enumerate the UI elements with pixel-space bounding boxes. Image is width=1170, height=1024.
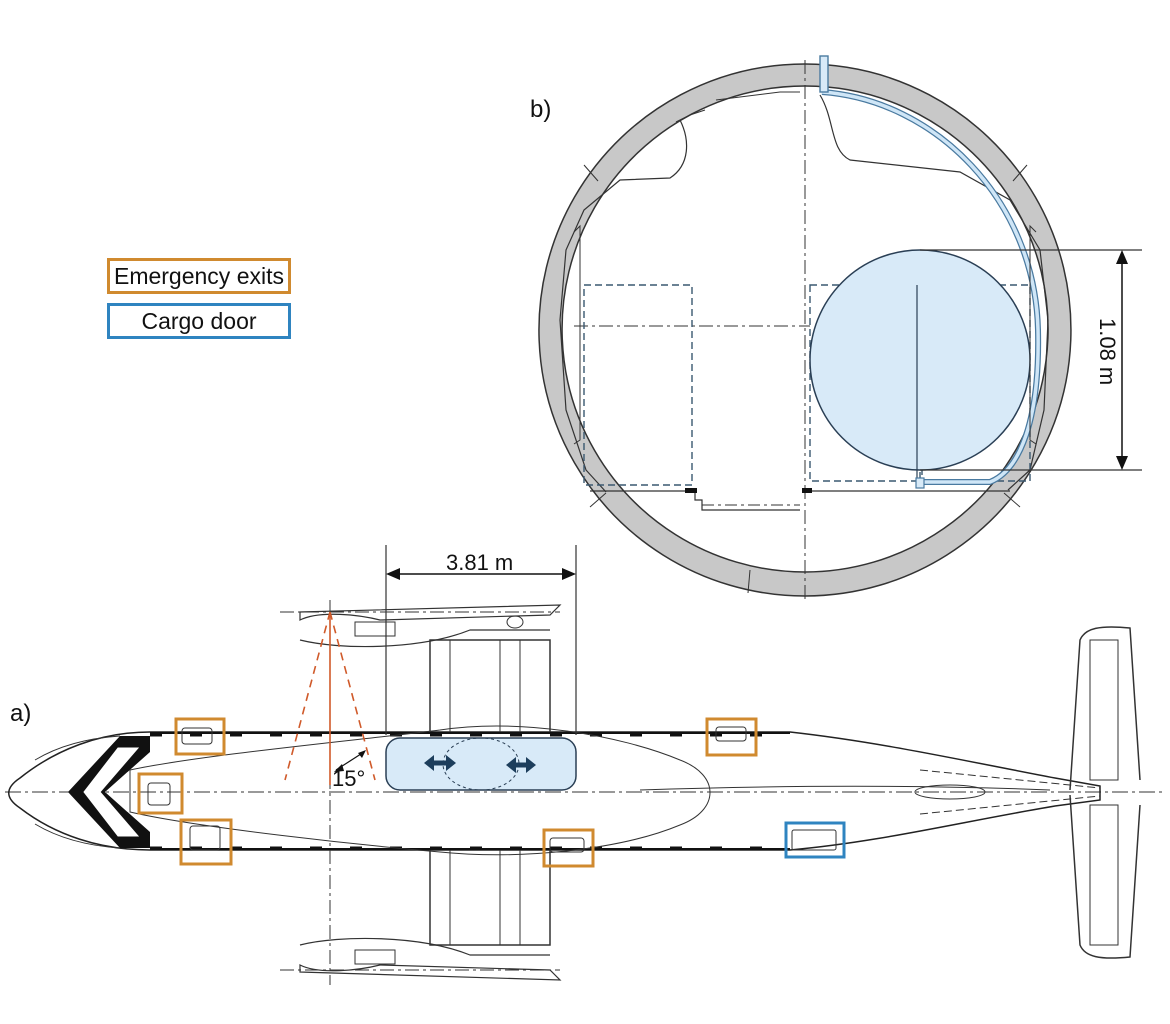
panel-label-a: a) <box>10 700 32 727</box>
cockpit-windshield <box>68 736 150 848</box>
aircraft-top-view <box>5 545 1165 985</box>
angle-line-right <box>329 611 376 781</box>
legend-emergency-exits: Emergency exits <box>107 258 291 294</box>
cabin-lining <box>559 119 688 493</box>
double-arrow-icon-left <box>424 755 456 771</box>
dimension-diameter: 1.08 m <box>1095 318 1120 386</box>
dimension-angle: 15° <box>332 766 366 791</box>
cargo-diameter-circle <box>809 249 1031 471</box>
fuselage-outline <box>8 731 1101 851</box>
lower-wing <box>429 850 551 946</box>
emergency-exit-2 <box>137 772 184 815</box>
cargo-door-marker <box>784 821 846 859</box>
cabin-payload-zone <box>385 737 577 791</box>
angle-line-left <box>284 611 331 781</box>
panel-label-b: b) <box>530 96 552 123</box>
fuselage-ring <box>538 63 1072 597</box>
dimension-cabin-length: 3.81 m <box>446 550 514 575</box>
double-arrow-icon-right <box>506 757 536 773</box>
seat-envelope-left <box>583 284 693 486</box>
emergency-exit-3 <box>179 818 233 866</box>
fuselage-cross-section <box>538 55 1142 600</box>
emergency-exit-5 <box>542 828 595 868</box>
upper-wing <box>429 639 551 732</box>
legend-cargo-door: Cargo door <box>107 303 291 339</box>
emergency-exit-4 <box>705 717 758 757</box>
horizontal-stabilizer <box>1069 626 1141 959</box>
emergency-exit-1 <box>174 717 226 756</box>
